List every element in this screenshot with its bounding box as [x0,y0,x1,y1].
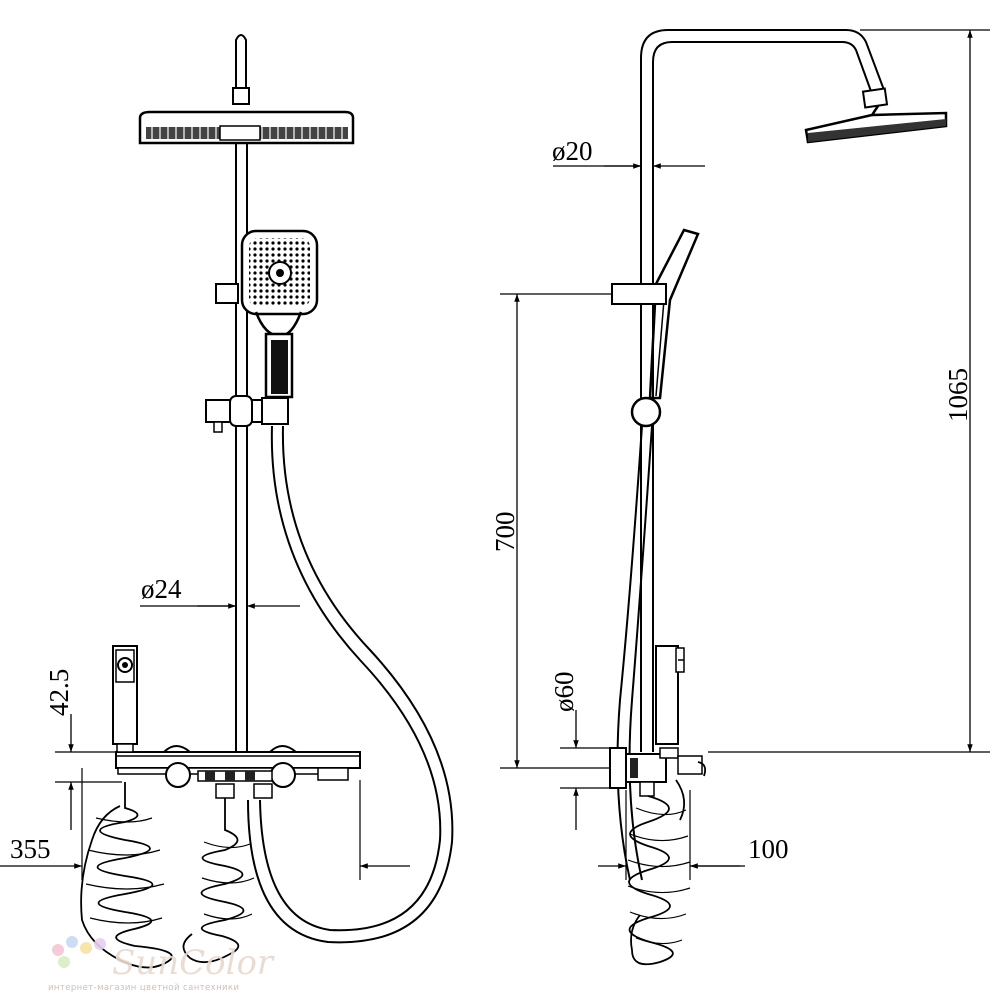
dim-spout-projection: 355 [0,768,410,880]
dim-label-holder-height: 700 [490,512,520,553]
dim-label-spout-projection: 355 [10,834,51,864]
dim-pipe-diameter-front: ø24 [140,574,300,609]
dim-total-height: 1065 [708,29,990,753]
watermark-dot-1 [52,944,64,956]
hand-shower-front [240,229,319,399]
dim-holder-height: 700 [490,293,612,769]
bidet-sprayer-side [655,645,685,745]
hand-shower-hose-front [259,425,442,932]
upper-holder-front [215,283,239,304]
dim-pipe-diameter-side: ø20 [552,136,705,169]
slide-knob-side [630,396,662,428]
watermark-brand: SunColor [112,943,275,983]
front-view: ø24 42.5 355 [0,34,454,969]
dim-label-spout-height: 42.5 [44,669,74,716]
dim-label-pipe-diameter-front: ø24 [141,574,182,604]
mixer-shelf-front [115,745,361,799]
dim-spout-height: 42.5 [44,669,122,830]
rain-shower-head-side [804,105,948,144]
coil-hose-side [628,795,674,966]
upper-holder-side [611,283,667,305]
watermark-tagline: интернет-магазин цветной сантехники [48,983,239,993]
hose-side [616,425,643,881]
mixer-side [609,747,707,797]
dim-label-mixer-diameter: ø60 [549,672,579,713]
left-coil-hose-front [80,782,173,969]
side-gooseneck-pipe [640,29,885,752]
dim-wall-offset: 100 [598,790,789,880]
hand-shower-side [648,228,700,400]
watermark-dot-3 [80,942,92,954]
watermark-dot-4 [58,956,70,968]
rain-shower-head-front [138,110,355,145]
front-top-stub [235,34,247,88]
slide-holder-front [205,395,289,433]
dim-mixer-diameter: ø60 [549,672,612,830]
watermark-dot-2 [66,936,78,948]
watermark-dot-5 [94,938,106,950]
side-view: ø20 1065 700 ø60 [490,29,990,966]
dim-label-wall-offset: 100 [748,834,789,864]
bidet-sprayer-front [112,645,138,753]
middle-coil-hose-front [182,798,245,964]
dim-label-total-height: 1065 [943,368,973,422]
watermark: SunColor интернет-магазин цветной сантех… [48,936,275,993]
side-head-connector [861,87,889,109]
front-head-connector [232,87,250,105]
dim-label-pipe-diameter-side: ø20 [552,136,593,166]
